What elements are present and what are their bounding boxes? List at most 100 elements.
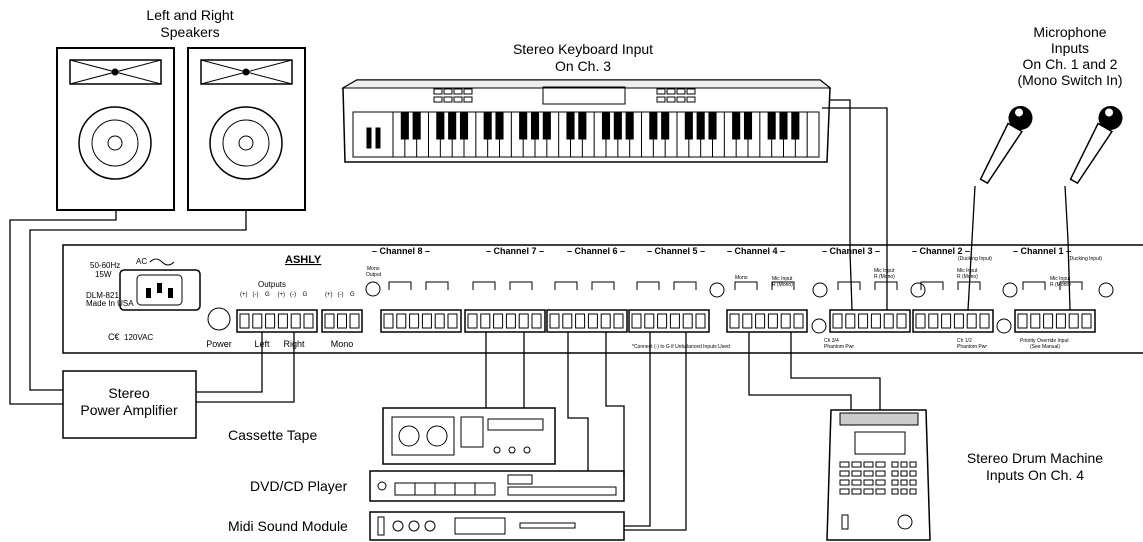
- drum-button: [891, 479, 899, 486]
- black-key: [459, 111, 469, 140]
- ch3-mono-switch[interactable]: [812, 282, 828, 298]
- output-pin: [265, 313, 276, 329]
- output-terminal-label: G: [265, 292, 270, 298]
- priority-see-manual: (See Manual): [1030, 344, 1060, 350]
- channel-pin: [695, 313, 706, 329]
- channel-bracket: [472, 281, 533, 290]
- output-pin: [303, 313, 314, 329]
- mono-output-switch[interactable]: [365, 281, 381, 297]
- power-button[interactable]: [207, 307, 231, 331]
- made-in-usa: Made In USA: [86, 299, 134, 308]
- voltage-label: 120VAC: [124, 333, 153, 342]
- channel-header: – Channel 3 –: [822, 246, 880, 256]
- channel-pin: [966, 313, 977, 329]
- channel-pin: [480, 313, 491, 329]
- channel-pin: [613, 313, 624, 329]
- ch12-phantom-pwr: Phantom Pwr: [957, 344, 987, 350]
- svg-text:Inputs On Ch. 4: Inputs On Ch. 4: [986, 467, 1084, 483]
- output-terminal-label: (+): [240, 292, 248, 298]
- channel-pin: [657, 313, 668, 329]
- output-terminal-labels: (+)(-)G(+)(-)G(+)(-)G: [240, 292, 355, 298]
- drum-pad: [863, 488, 874, 495]
- keyboard-button: [443, 88, 453, 95]
- channel-pin: [941, 313, 952, 329]
- keyboard: [341, 79, 832, 163]
- output-terminal-label: G: [350, 292, 355, 298]
- ch3-mic-input-label: Mic Input: [874, 268, 895, 274]
- drum-pad: [875, 470, 886, 477]
- drum-button: [900, 479, 908, 486]
- output-pin: [277, 313, 288, 329]
- output-terminal-label: (-): [338, 292, 344, 298]
- output-terminal-label: (+): [278, 292, 286, 298]
- channel-pin: [1017, 313, 1028, 329]
- black-key: [519, 111, 528, 140]
- output-terminal-label: (+): [325, 292, 333, 298]
- drum-button: [891, 488, 899, 495]
- drum-label: Stereo Drum Machine Inputs On Ch. 4: [967, 450, 1103, 483]
- ch4-mono-switch[interactable]: [709, 282, 725, 298]
- channel-pin: [845, 313, 856, 329]
- black-key: [661, 111, 670, 140]
- channel-pin: [1055, 313, 1066, 329]
- channel-bracket: [388, 281, 449, 290]
- keyboard-button: [686, 96, 696, 103]
- ch12-phantom-label: Ch 1/2: [957, 338, 972, 344]
- black-key: [495, 111, 504, 140]
- ch1-mono-output-switch[interactable]: [1098, 282, 1114, 298]
- power-amplifier: Stereo Power Amplifier: [62, 370, 197, 439]
- ac-label: AC: [136, 257, 147, 266]
- amplifier-label-top: Stereo: [108, 385, 149, 401]
- channel-connector: [464, 309, 546, 333]
- ch2-mono-switch[interactable]: [910, 282, 926, 298]
- keyboard-label: Stereo Keyboard Input On Ch. 3: [513, 41, 653, 74]
- mono-output-label-bottom: Output: [366, 272, 382, 278]
- channel-pin: [953, 313, 964, 329]
- channel-connector: [628, 309, 710, 333]
- channel-pin: [447, 313, 458, 329]
- drum-button: [900, 470, 908, 477]
- ch1-mono-switch[interactable]: [1002, 282, 1018, 298]
- channel-pin: [767, 313, 778, 329]
- microphone-2: [1069, 105, 1123, 185]
- channel-pin: [518, 313, 529, 329]
- channel-pin: [383, 313, 394, 329]
- black-key: [483, 111, 492, 140]
- keyboard-button: [433, 88, 443, 95]
- mono-output-label-top: Mono: [367, 266, 380, 272]
- ch4-mic-mono-label: R (Mono): [772, 282, 793, 288]
- channel-pin: [409, 313, 420, 329]
- ch34-phantom-switch[interactable]: [811, 318, 827, 334]
- channel-pin: [505, 313, 516, 329]
- midi-module: [369, 511, 625, 541]
- channel-pin: [600, 313, 611, 329]
- channel-pin: [928, 313, 939, 329]
- keyboard-button: [443, 96, 453, 103]
- channel-pin: [644, 313, 655, 329]
- svg-text:On Ch. 3: On Ch. 3: [555, 58, 611, 74]
- ch12-phantom-switch[interactable]: [996, 318, 1012, 334]
- drum-pad: [839, 479, 850, 486]
- priority-override-label: Priority Override Input: [1020, 338, 1069, 344]
- keyboard-button: [453, 96, 463, 103]
- mono-output-label: Mono: [331, 339, 354, 349]
- channel-pin: [742, 313, 753, 329]
- drum-button: [909, 461, 917, 468]
- output-terminal-label: (-): [290, 292, 296, 298]
- black-key: [578, 111, 587, 140]
- drum-button: [891, 461, 899, 468]
- channel-pin: [493, 313, 504, 329]
- channel-header: – Channel 2 –: [912, 246, 970, 256]
- channel-header: – Channel 7 –: [486, 246, 544, 256]
- black-key: [779, 111, 788, 140]
- channel-pin: [755, 313, 766, 329]
- drum-pad: [875, 479, 886, 486]
- speakers-label: Left and Right Speakers: [146, 7, 233, 40]
- svg-text:Stereo Drum Machine: Stereo Drum Machine: [967, 450, 1103, 466]
- channel-pin: [1081, 313, 1092, 329]
- output-pin: [324, 313, 335, 329]
- drum-pad: [863, 470, 874, 477]
- channel-pin: [421, 313, 432, 329]
- black-key: [436, 111, 445, 140]
- channel-bracket: [734, 281, 795, 290]
